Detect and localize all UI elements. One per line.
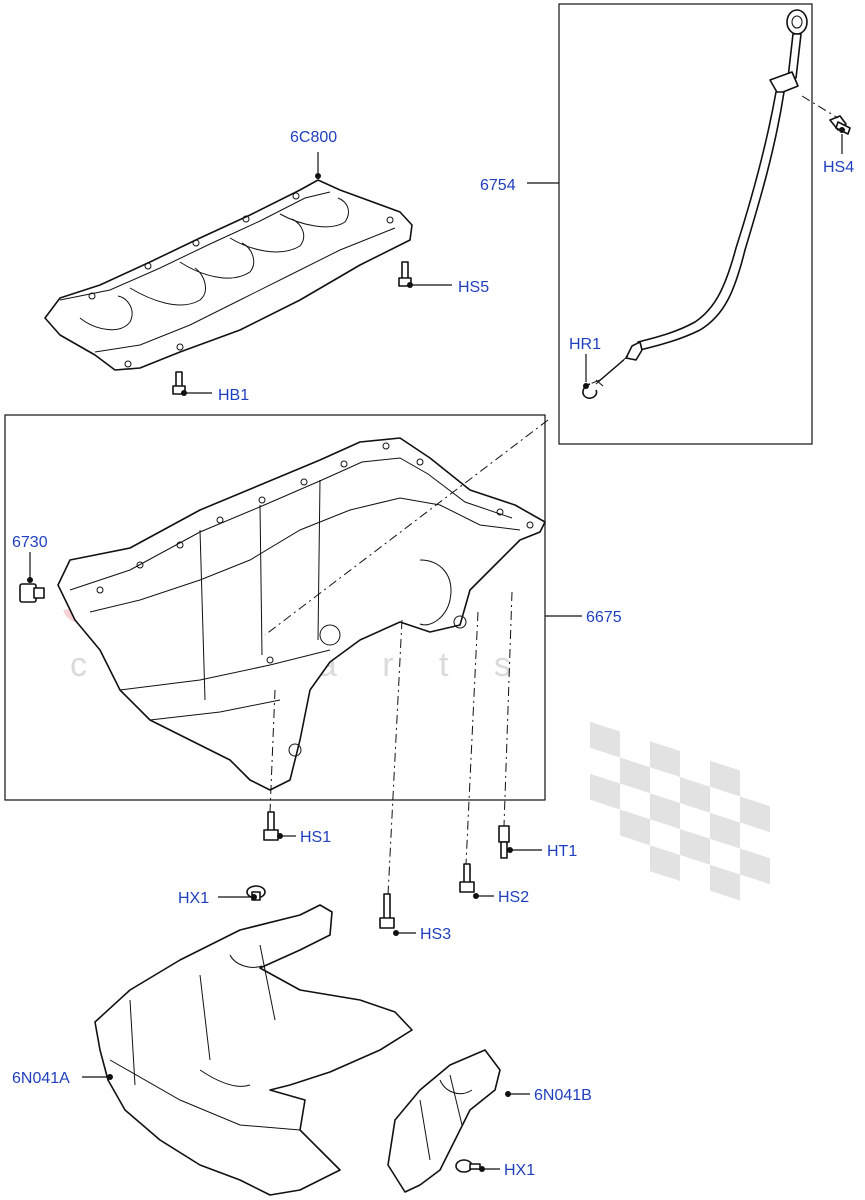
- shield-b-part: [387, 1049, 501, 1193]
- bolt-hs5-part: [398, 261, 412, 287]
- label-hs4[interactable]: HS4: [823, 159, 854, 176]
- label-hb1[interactable]: HB1: [218, 387, 249, 404]
- dipstick-frame: [558, 3, 813, 445]
- label-hx1-bottom[interactable]: HX1: [504, 1162, 535, 1179]
- leader-lines: [27, 127, 845, 1172]
- label-hs2[interactable]: HS2: [498, 889, 529, 906]
- bolt-hb1-part: [172, 371, 186, 395]
- label-hr1[interactable]: HR1: [569, 336, 601, 353]
- label-6675[interactable]: 6675: [586, 609, 622, 626]
- part-labels: 6C800 6754 HS4 HS5 HB1 HR1 6730 6675 HS1…: [12, 129, 854, 1179]
- bolt-ht1-part: [498, 825, 510, 859]
- bolt-hs2-part: [459, 863, 475, 893]
- label-hs3[interactable]: HS3: [420, 926, 451, 943]
- dipstick-part: [595, 9, 808, 387]
- upper-sump-part: [44, 179, 413, 371]
- bolt-hx1-bottom-part: [455, 1159, 481, 1173]
- label-6730[interactable]: 6730: [12, 534, 48, 551]
- label-hs5[interactable]: HS5: [458, 279, 489, 296]
- label-6n041b[interactable]: 6N041B: [534, 1087, 592, 1104]
- label-ht1[interactable]: HT1: [547, 843, 577, 860]
- assembly-lines: [264, 95, 839, 896]
- bolt-hs1-part: [263, 811, 279, 841]
- watermark-checker: [590, 721, 770, 901]
- label-hs1[interactable]: HS1: [300, 829, 331, 846]
- label-hx1-top[interactable]: HX1: [178, 890, 209, 907]
- label-6n041a[interactable]: 6N041A: [12, 1070, 70, 1087]
- shield-a-part: [94, 904, 413, 1196]
- oil-pan-part: [57, 437, 546, 791]
- drain-plug-part: [19, 583, 45, 603]
- label-6c800[interactable]: 6C800: [290, 129, 337, 146]
- bolt-hs3-part: [379, 893, 395, 929]
- label-6754[interactable]: 6754: [480, 177, 516, 194]
- oil-pan-frame: [4, 414, 546, 801]
